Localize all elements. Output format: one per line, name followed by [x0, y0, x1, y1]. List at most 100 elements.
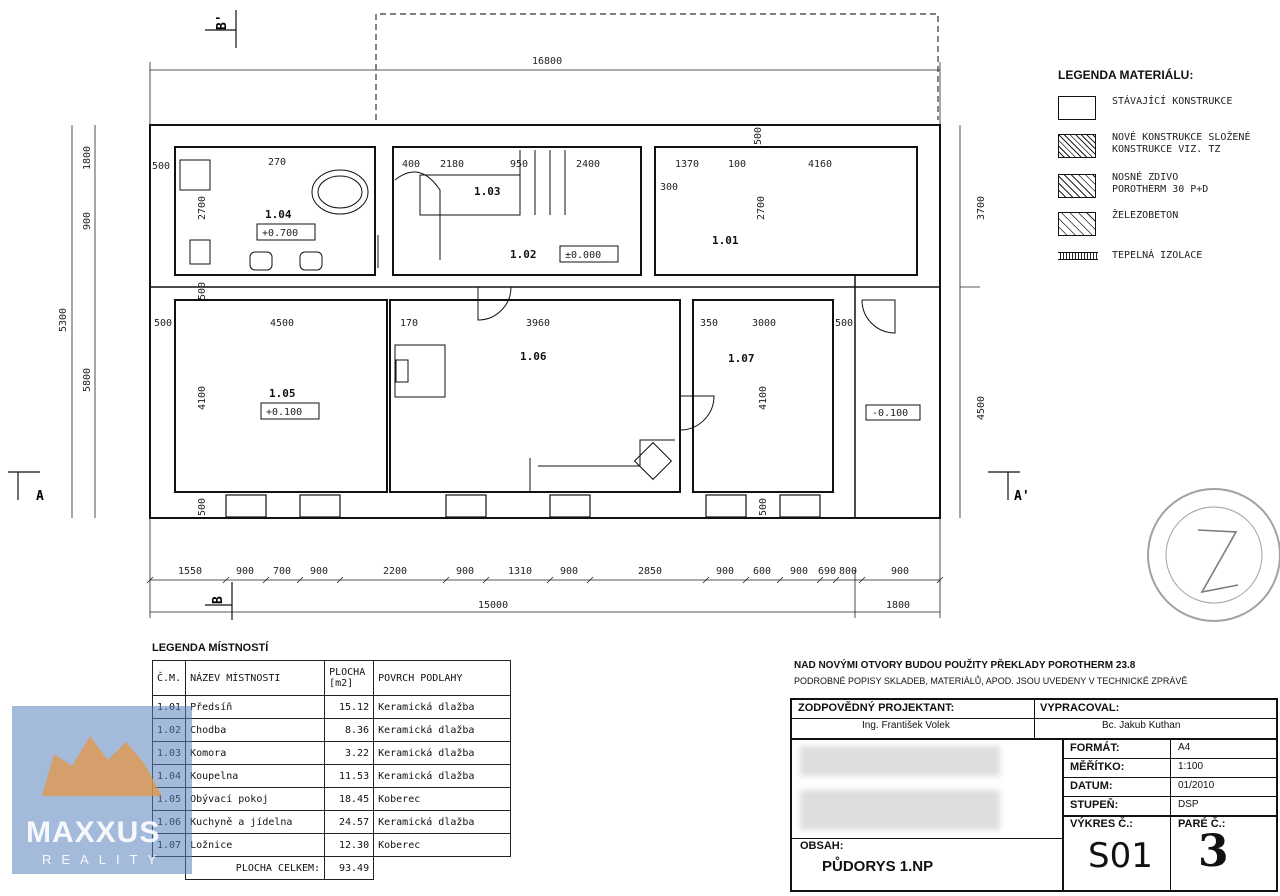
dim-interior-22: 500	[197, 498, 208, 516]
row-area: 3.22	[324, 741, 375, 765]
row-name: Kuchyně a jídelna	[185, 810, 326, 834]
level-mark: ±0.000	[565, 250, 601, 261]
dim-chain-7: 900	[560, 566, 578, 577]
content-value: PŮDORYS 1.NP	[822, 858, 934, 875]
dim-interior-21: 500	[835, 318, 853, 329]
dim-chain-2: 700	[273, 566, 291, 577]
dim-chain-13: 800	[839, 566, 857, 577]
dim-interior-3: 400	[402, 159, 420, 170]
room-number-1.01: 1.01	[712, 234, 739, 247]
row-floor: Keramická dlažba	[373, 741, 512, 765]
format-label: FORMÁT:	[1070, 742, 1120, 754]
dim-chain-10: 600	[753, 566, 771, 577]
outside-level: -0.100	[872, 408, 908, 419]
header-name: NÁZEV MÍSTNOSTI	[185, 660, 326, 696]
dim-chain-14: 900	[891, 566, 909, 577]
dim-bottom-right: 1800	[886, 600, 910, 611]
drawing-label: VÝKRES Č.:	[1070, 818, 1133, 830]
level-mark: +0.100	[266, 407, 302, 418]
section-a-right: A'	[1014, 489, 1030, 504]
dim-interior-4: 2180	[440, 159, 464, 170]
material-existing-swatch	[1058, 96, 1096, 120]
rooms-legend-title: LEGENDA MÍSTNOSTÍ	[152, 642, 269, 654]
room-number-1.02: 1.02	[510, 248, 537, 261]
dim-chain-5: 900	[456, 566, 474, 577]
rooms-table: Č.M. NÁZEV MÍSTNOSTI PLOCHA [m2] POVRCH …	[151, 660, 512, 880]
dim-interior-20: 4100	[197, 386, 208, 410]
total-value: 93.49	[324, 856, 375, 880]
prepared-name: Bc. Jakub Kuthan	[1102, 720, 1181, 731]
scale-value: 1:100	[1178, 761, 1204, 772]
dim-interior-10: 500	[753, 127, 764, 145]
header-num: Č.M.	[151, 660, 187, 696]
dim-chain-12: 690	[818, 566, 836, 577]
section-a-left: A	[36, 489, 44, 504]
level-frame	[256, 223, 316, 241]
stamp	[1147, 488, 1280, 622]
dim-interior-2: 2700	[197, 196, 208, 220]
dim-interior-23: 4100	[758, 386, 769, 410]
dim-interior-13: 500	[197, 282, 208, 300]
rooms-total-row: PLOCHA CELKEM: 93.49	[153, 856, 511, 880]
dim-interior-16: 3960	[526, 318, 550, 329]
dim-interior-9: 4160	[808, 159, 832, 170]
bathroom-fixtures	[179, 159, 369, 271]
dimension-ticks	[146, 576, 944, 584]
copy-value: 3	[1198, 826, 1229, 877]
stage-label: STUPEŇ:	[1070, 799, 1119, 811]
dim-left-5800: 5800	[82, 368, 93, 392]
level-frame	[559, 245, 619, 263]
copy-label: PARÉ Č.:	[1178, 818, 1226, 830]
materials-title: LEGENDA MATERIÁLU:	[1058, 68, 1194, 82]
dim-chain-0: 1550	[178, 566, 202, 577]
row-name: Předsíň	[185, 695, 326, 719]
watermark-brand: MAXXUS	[26, 816, 161, 849]
dim-interior-8: 100	[728, 159, 746, 170]
row-name: Koupelna	[185, 764, 326, 788]
row-area: 18.45	[324, 787, 375, 811]
terrace-outline	[375, 13, 939, 120]
row-area: 11.53	[324, 764, 375, 788]
dim-interior-18: 3000	[752, 318, 776, 329]
site-blurred	[800, 790, 1000, 830]
material-new-label: NOVÉ KONSTRUKCE SLOŽENÉ KONSTRUKCE VIZ. …	[1112, 132, 1251, 155]
total-label: PLOCHA CELKEM:	[185, 856, 326, 880]
kitchen-counter	[529, 439, 675, 492]
dim-interior-11: 300	[660, 182, 678, 193]
dim-interior-6: 2400	[576, 159, 600, 170]
dim-interior-0: 500	[152, 161, 170, 172]
watermark-sub: REALITY	[42, 852, 167, 867]
row-floor: Keramická dlažba	[373, 695, 512, 719]
note-details: PODROBNÉ POPISY SKLADEB, MATERIÁLŮ, APOD…	[794, 676, 1188, 686]
room-number-1.07: 1.07	[728, 352, 755, 365]
dim-interior-7: 1370	[675, 159, 699, 170]
watermark: MAXXUS REALITY	[12, 706, 192, 874]
dimension-lines	[71, 62, 980, 618]
format-value: A4	[1178, 742, 1191, 753]
dim-chain-9: 900	[716, 566, 734, 577]
dim-right-top: 3700	[976, 196, 987, 220]
row-area: 24.57	[324, 810, 375, 834]
header-floor: POVRCH PODLAHY	[373, 660, 512, 696]
wall-masses	[150, 275, 940, 518]
row-area: 15.12	[324, 695, 375, 719]
drawing-value: S01	[1088, 836, 1153, 876]
row-name: Komora	[185, 741, 326, 765]
row-name: Ložnice	[185, 833, 326, 857]
outside-level-frame	[865, 404, 921, 421]
watermark-logo-icon	[42, 736, 162, 796]
row-floor: Koberec	[373, 787, 512, 811]
material-new-swatch	[1058, 134, 1096, 158]
material-concrete-swatch	[1058, 212, 1096, 236]
responsible-name: Ing. František Volek	[862, 720, 950, 731]
material-insulation-swatch	[1058, 252, 1098, 260]
outer-walls	[149, 124, 941, 519]
row-name: Obývací pokoj	[185, 787, 326, 811]
doors	[377, 235, 896, 431]
row-area: 12.30	[324, 833, 375, 857]
date-label: DATUM:	[1070, 780, 1113, 792]
section-b-bottom: B	[211, 596, 226, 604]
dim-top-total: 16800	[532, 56, 562, 67]
dim-chain-3: 900	[310, 566, 328, 577]
